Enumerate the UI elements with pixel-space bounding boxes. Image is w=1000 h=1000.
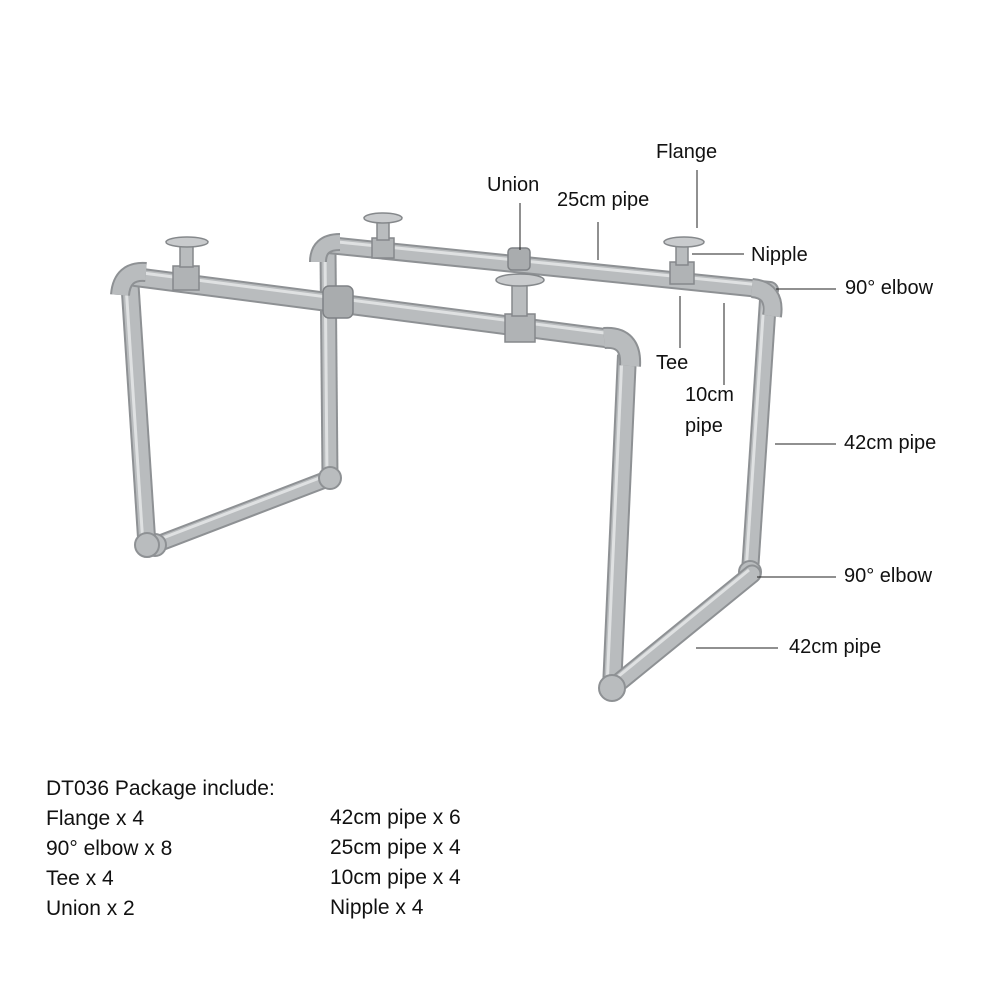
- package-item: Tee x 4: [46, 867, 114, 890]
- package-item: 25cm pipe x 4: [330, 836, 461, 859]
- package-item: Nipple x 4: [330, 896, 424, 919]
- label-10cm-pipe-line2: pipe: [685, 415, 723, 437]
- label-union: Union: [487, 174, 540, 196]
- rear-frame: [143, 212, 783, 584]
- label-90-elbow-top: 90° elbow: [845, 277, 934, 299]
- package-item: Union x 2: [46, 897, 135, 920]
- package-item: 10cm pipe x 4: [330, 866, 461, 889]
- label-25cm-pipe: 25cm pipe: [557, 189, 650, 211]
- label-90-elbow-bottom: 90° elbow: [844, 565, 933, 587]
- label-42cm-pipe-bottom: 42cm pipe: [789, 636, 882, 658]
- label-10cm-pipe-line1: 10cm: [685, 384, 734, 406]
- label-flange: Flange: [656, 141, 718, 163]
- label-nipple: Nipple: [751, 244, 808, 266]
- package-right-column: 42cm pipe x 6 25cm pipe x 4 10cm pipe x …: [330, 803, 461, 923]
- package-item: 42cm pipe x 6: [330, 806, 461, 829]
- package-title: DT036 Package include:: [46, 777, 275, 800]
- package-item: 90° elbow x 8: [46, 837, 173, 860]
- front-frame: [110, 236, 762, 702]
- package-item: Flange x 4: [46, 807, 145, 830]
- label-tee: Tee: [656, 352, 689, 374]
- leader-lines: [519, 170, 836, 649]
- package-left-column: Flange x 4 90° elbow x 8 Tee x 4 Union x…: [46, 804, 172, 924]
- label-42cm-pipe-vertical: 42cm pipe: [844, 432, 937, 454]
